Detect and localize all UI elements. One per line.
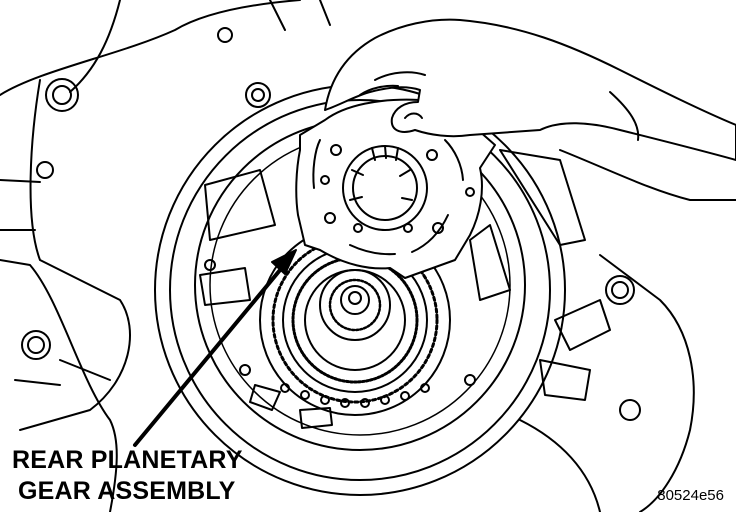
case-bolt-hole [53,86,71,104]
carrier-slot [445,140,463,180]
callout-arrow-line [135,258,290,445]
carrier-pin [466,188,474,196]
callout-label-line2: GEAR ASSEMBLY [18,477,236,505]
carrier-pin [354,224,362,232]
case-bolt-hole [28,337,44,353]
case-bolt-hole [22,331,50,359]
left-case-flange [20,80,130,430]
hand-finger-line [360,86,398,95]
carrier-slot [313,140,320,188]
case-bolt-hole [218,28,232,42]
case-rib [0,180,110,385]
case-bolt-hole [37,162,53,178]
case-bolt-hole [46,79,78,111]
clutch-ring [293,258,417,382]
case-rib [270,0,330,30]
case-rib [540,300,610,400]
carrier-center-bore [343,146,427,230]
hand-cuff [610,92,638,140]
hand-finger-line [375,72,425,80]
carrier-slot [350,245,395,254]
case-bolt-hole [246,83,270,107]
sun-gear-hub [330,280,380,330]
retainer-tab [300,408,332,428]
output-shaft [341,286,369,314]
case-bore-ring [170,100,550,480]
callout-label-line1: REAR PLANETARY [12,446,243,474]
case-rib [500,150,585,245]
bore-pocket [470,225,510,300]
bore-hole [240,365,250,375]
bore-pocket [205,170,275,240]
carrier-pin [321,176,329,184]
sun-gear [320,270,390,340]
carrier-pin [331,145,341,155]
bore-hole [205,260,215,270]
carrier-pin [404,224,412,232]
hand-knuckle [405,114,422,119]
ring-slot-row [281,384,429,407]
bore-pocket [200,268,250,305]
carrier-pin [427,150,437,160]
carrier-slot [412,215,448,252]
output-shaft-center [349,292,361,304]
case-bolt-hole [252,89,264,101]
carrier-pin [325,213,335,223]
carrier-spline [350,146,412,200]
case-bolt-hole [612,282,628,298]
case-bolt-hole [620,400,640,420]
case-bolt-hole [606,276,634,304]
bore-hole [465,375,475,385]
retainer-tab [250,385,280,410]
callout-arrow-head [272,250,296,274]
hand [325,20,736,160]
figure-code: 80524e56 [657,487,724,504]
carrier-pin [433,223,443,233]
